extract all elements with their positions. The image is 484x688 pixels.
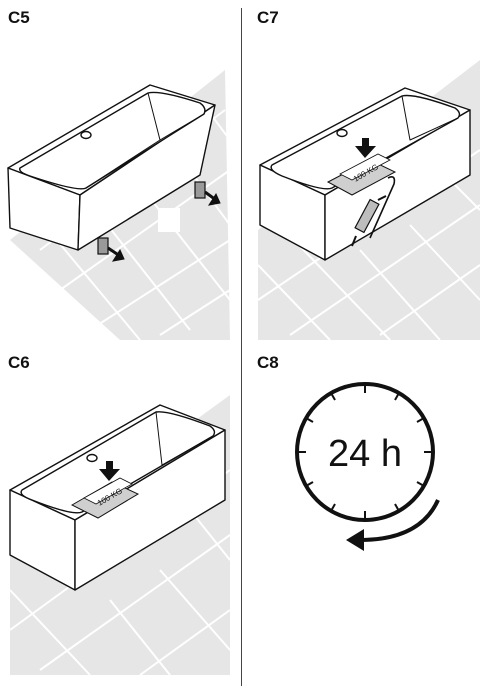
- step-label-c8: C8: [257, 353, 279, 372]
- arrow-icon: [99, 461, 120, 481]
- diagram-c7: 100 KG: [257, 60, 481, 341]
- counterclockwise-arrow-icon: [346, 499, 440, 551]
- step-label-c6: C6: [8, 353, 30, 372]
- hole-marker-c5: [158, 208, 180, 232]
- diagram-c5: [7, 70, 231, 341]
- arrow-icon: [355, 138, 376, 158]
- step-label-c5: C5: [8, 8, 30, 27]
- arrow-icon: [107, 190, 221, 262]
- bathtub-icon: [7, 84, 216, 251]
- sealant-gun-icon: [351, 176, 396, 247]
- bathtub-icon: [9, 404, 226, 591]
- weight-icon: 100 KG: [70, 477, 140, 519]
- duration-text: 24 h: [328, 433, 402, 475]
- panel-divider: [241, 8, 242, 686]
- diagram-c6: 100 KG: [9, 395, 231, 676]
- step-label-c7: C7: [257, 8, 279, 27]
- clock-icon: 24 h: [295, 382, 435, 522]
- adjustable-foot-icon: [97, 181, 206, 255]
- weight-icon: 100 KG: [326, 153, 397, 196]
